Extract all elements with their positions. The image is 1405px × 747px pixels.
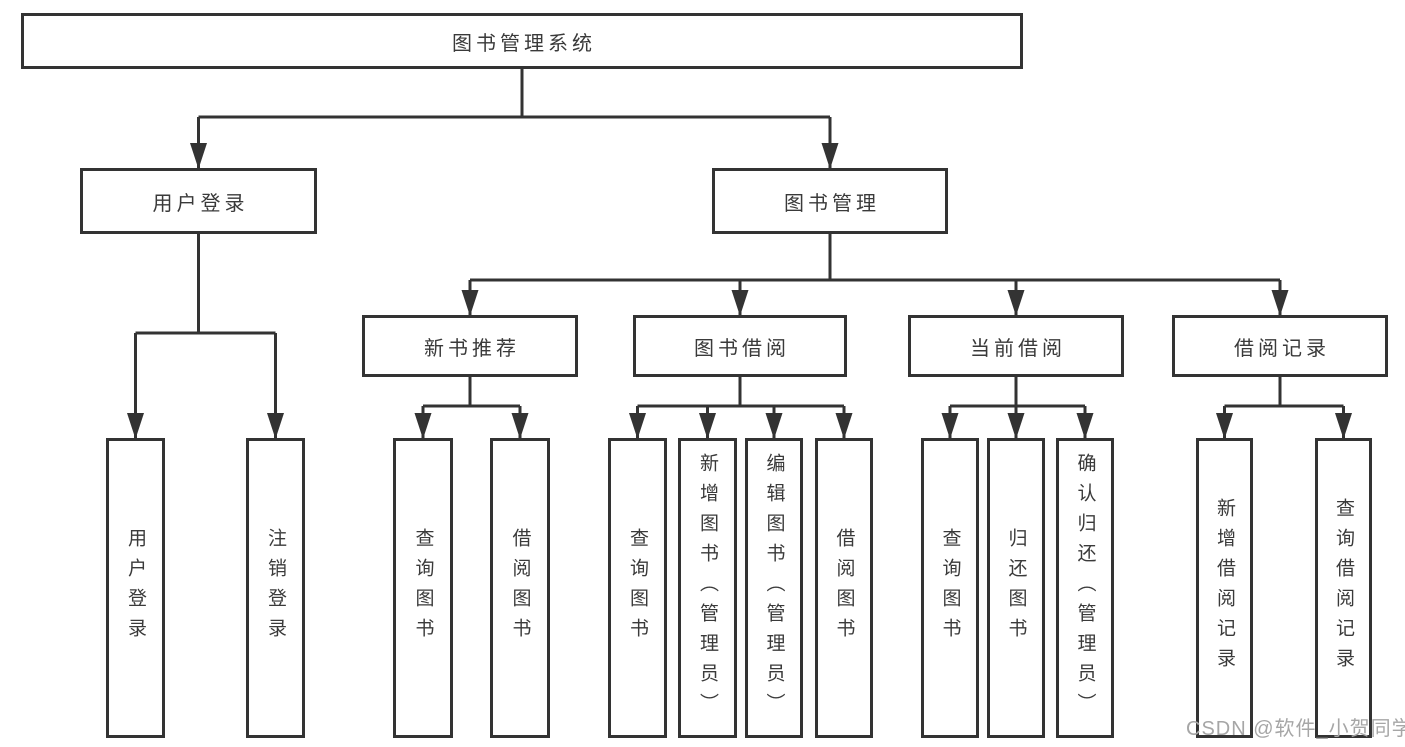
node-leaf-query-book-1: 查询图书 bbox=[393, 438, 453, 738]
node-new-book-rec: 新书推荐 bbox=[362, 315, 578, 377]
node-leaf-confirm-return-admin: 确认归还（管理员） bbox=[1056, 438, 1114, 738]
node-current-borrow: 当前借阅 bbox=[908, 315, 1124, 377]
node-leaf-add-book-admin: 新增图书（管理员） bbox=[678, 438, 737, 738]
node-leaf-borrow-book-2: 借阅图书 bbox=[815, 438, 873, 738]
node-leaf-logout: 注销登录 bbox=[246, 438, 305, 738]
node-book-borrow: 图书借阅 bbox=[633, 315, 847, 377]
node-leaf-user-login: 用户登录 bbox=[106, 438, 165, 738]
node-user-login: 用户登录 bbox=[80, 168, 317, 234]
node-leaf-query-book-2: 查询图书 bbox=[608, 438, 667, 738]
node-root: 图书管理系统 bbox=[21, 13, 1023, 69]
node-leaf-borrow-book-1: 借阅图书 bbox=[490, 438, 550, 738]
node-borrow-record: 借阅记录 bbox=[1172, 315, 1388, 377]
node-leaf-edit-book-admin: 编辑图书（管理员） bbox=[745, 438, 803, 738]
node-leaf-query-borrow-record: 查询借阅记录 bbox=[1315, 438, 1372, 738]
node-book-mgmt: 图书管理 bbox=[712, 168, 948, 234]
node-leaf-query-book-3: 查询图书 bbox=[921, 438, 979, 738]
node-leaf-return-book: 归还图书 bbox=[987, 438, 1045, 738]
node-leaf-add-borrow-record: 新增借阅记录 bbox=[1196, 438, 1253, 738]
csdn-watermark: CSDN @软件_小贺同学 bbox=[1186, 718, 1405, 740]
